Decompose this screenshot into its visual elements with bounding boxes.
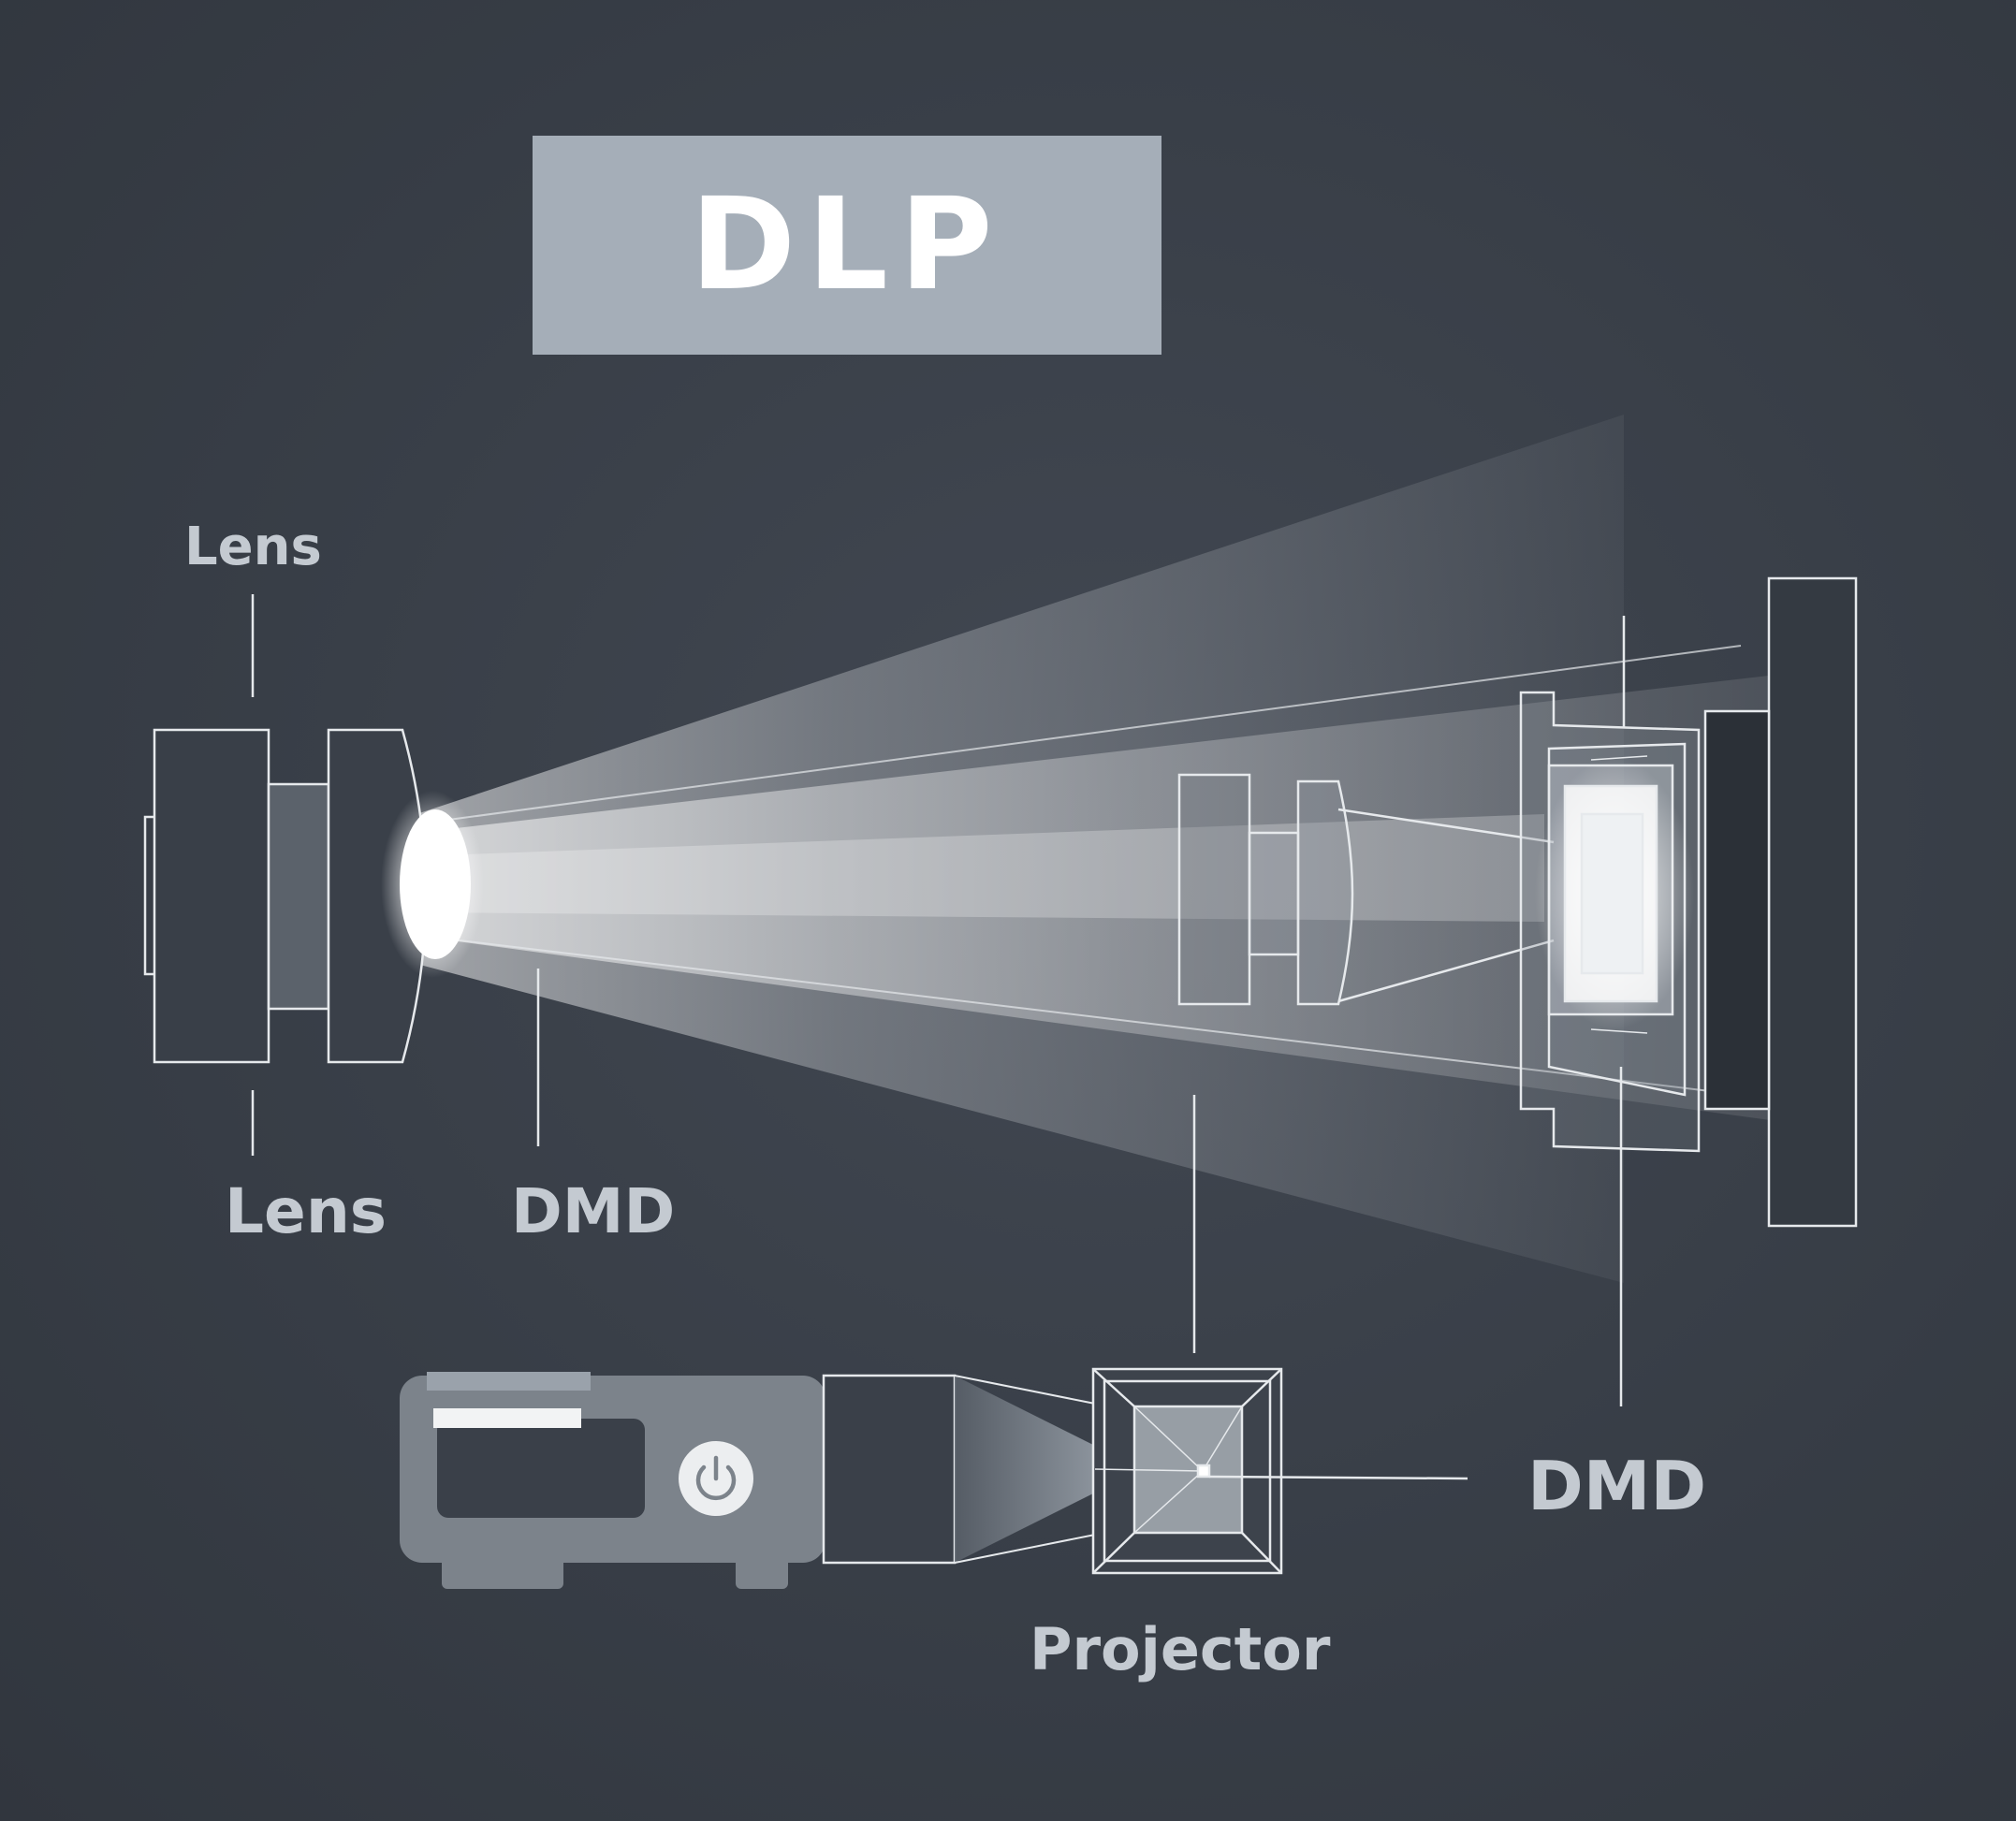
chip-inner — [1580, 812, 1644, 975]
cube-diag-3 — [1092, 1532, 1135, 1574]
inner-lens-mid — [1248, 831, 1300, 956]
projector-cone-edge-top — [954, 1375, 1096, 1405]
lens-rear-block — [153, 728, 270, 1064]
inner-lens — [1177, 773, 1555, 1353]
projector-cone-edge-bottom — [954, 1534, 1096, 1564]
label-dmd-left: DMD — [511, 1175, 676, 1247]
inner-lens-front — [1296, 779, 1354, 1006]
projector-display-bar — [433, 1408, 581, 1428]
projector-nozzle — [822, 1374, 957, 1565]
inner-lens-ray-top — [1337, 808, 1555, 844]
projector-panel — [437, 1419, 645, 1518]
chip-tick-bottom — [1590, 1028, 1648, 1034]
label-dmd-right: DMD — [1527, 1447, 1707, 1525]
cube-ray-4 — [1094, 1468, 1204, 1472]
cube-ray-3 — [1133, 1470, 1204, 1534]
projector-cone — [955, 1376, 1095, 1563]
back-panel — [1767, 576, 1858, 1228]
cube-diag-2 — [1241, 1368, 1282, 1407]
label-lens-top: Lens — [184, 517, 322, 577]
projector-unit — [400, 1372, 1096, 1589]
beam-edge-top — [420, 645, 1742, 824]
dmd-screen-assembly — [1519, 576, 1858, 1406]
cube-diag-1 — [1092, 1368, 1135, 1407]
beam-core — [416, 814, 1544, 922]
cube-diag-4 — [1241, 1532, 1282, 1574]
beam-inner — [416, 669, 1825, 1128]
back-panel-inner — [1703, 709, 1771, 1111]
label-lens-bottom: Lens — [225, 1175, 387, 1247]
cube-inner — [1103, 1379, 1272, 1563]
chip-tick-top — [1590, 755, 1648, 761]
cube-chip — [1196, 1464, 1211, 1479]
inner-lens-rear — [1177, 773, 1251, 1006]
lens-middle-block — [267, 782, 330, 1011]
label-projector: Projector — [1030, 1615, 1331, 1683]
cube-ray-2 — [1202, 1406, 1243, 1472]
lens-assembly — [143, 594, 540, 1156]
projector-top-strip — [427, 1372, 591, 1391]
page-title: DLP — [690, 171, 1004, 319]
lens-light — [400, 809, 471, 959]
dmd-pointer-bottom — [1208, 1475, 1468, 1480]
power-icon — [679, 1441, 753, 1516]
cube-ray-1 — [1133, 1406, 1204, 1472]
dmd-cube — [1091, 1367, 1468, 1575]
title-box: DLP — [533, 136, 1161, 355]
inner-lens-ray-bottom — [1337, 939, 1555, 1003]
